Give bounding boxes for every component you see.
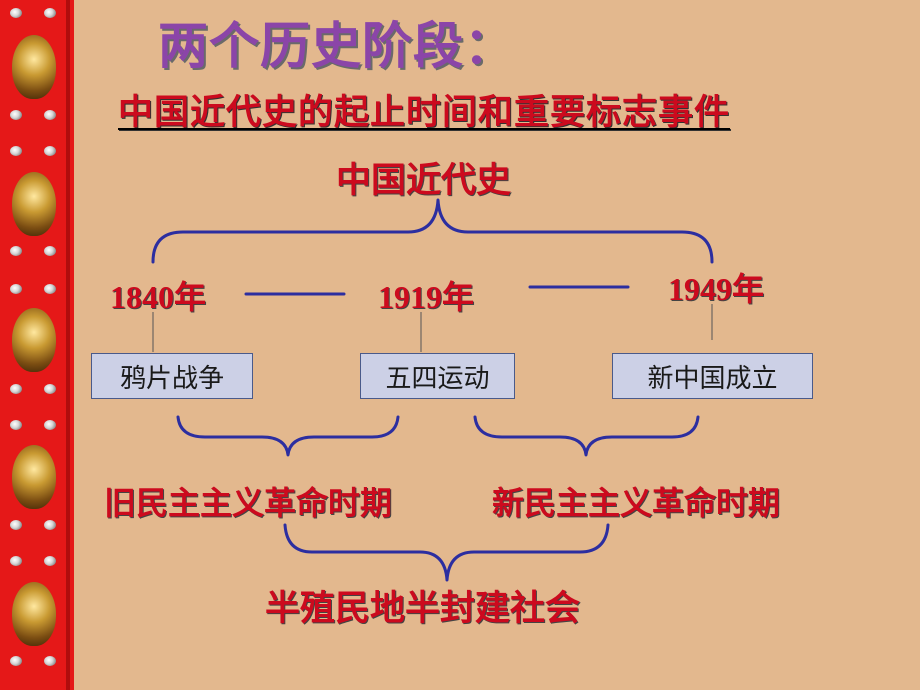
page-subtitle: 中国近代史的起止时间和重要标志事件 — [118, 93, 731, 133]
event-may-fourth: 五四运动 — [360, 353, 515, 399]
door-stud-icon — [44, 556, 56, 566]
right-period-brace — [473, 415, 700, 457]
door-stud-icon — [44, 246, 56, 256]
event-new-china: 新中国成立 — [612, 353, 813, 399]
door-stud-icon — [10, 384, 22, 394]
decorative-border — [0, 0, 74, 690]
door-stud-icon — [10, 656, 22, 666]
border-stripe — [66, 0, 70, 690]
event-opium-war: 鸦片战争 — [91, 353, 253, 399]
door-stud-icon — [10, 420, 22, 430]
door-stud-icon — [44, 110, 56, 120]
left-period-brace — [176, 415, 400, 457]
door-stud-icon — [10, 246, 22, 256]
door-stud-icon — [44, 420, 56, 430]
lion-knocker-icon — [12, 582, 56, 646]
year-1949: 1949年 — [668, 271, 765, 307]
year-1840: 1840年 — [110, 279, 207, 315]
door-stud-icon — [10, 556, 22, 566]
door-stud-icon — [44, 284, 56, 294]
new-democratic-period: 新民主主义革命时期 — [492, 484, 781, 522]
door-stud-icon — [10, 110, 22, 120]
door-stud-icon — [10, 8, 22, 18]
door-stud-icon — [44, 656, 56, 666]
lion-knocker-icon — [12, 308, 56, 372]
old-democratic-period: 旧民主主义革命时期 — [104, 484, 393, 522]
lion-knocker-icon — [12, 172, 56, 236]
door-stud-icon — [10, 520, 22, 530]
door-stud-icon — [44, 520, 56, 530]
society-brace — [283, 523, 610, 582]
door-stud-icon — [10, 146, 22, 156]
semi-colonial-society: 半殖民地半封建社会 — [265, 589, 581, 629]
modern-history-heading: 中国近代史 — [336, 161, 512, 201]
year-1919: 1919年 — [378, 279, 475, 315]
lion-knocker-icon — [12, 445, 56, 509]
top-brace — [151, 198, 714, 264]
page-title: 两个历史阶段： — [158, 17, 515, 75]
door-stud-icon — [44, 8, 56, 18]
lion-knocker-icon — [12, 35, 56, 99]
door-stud-icon — [44, 384, 56, 394]
door-stud-icon — [10, 284, 22, 294]
door-stud-icon — [44, 146, 56, 156]
